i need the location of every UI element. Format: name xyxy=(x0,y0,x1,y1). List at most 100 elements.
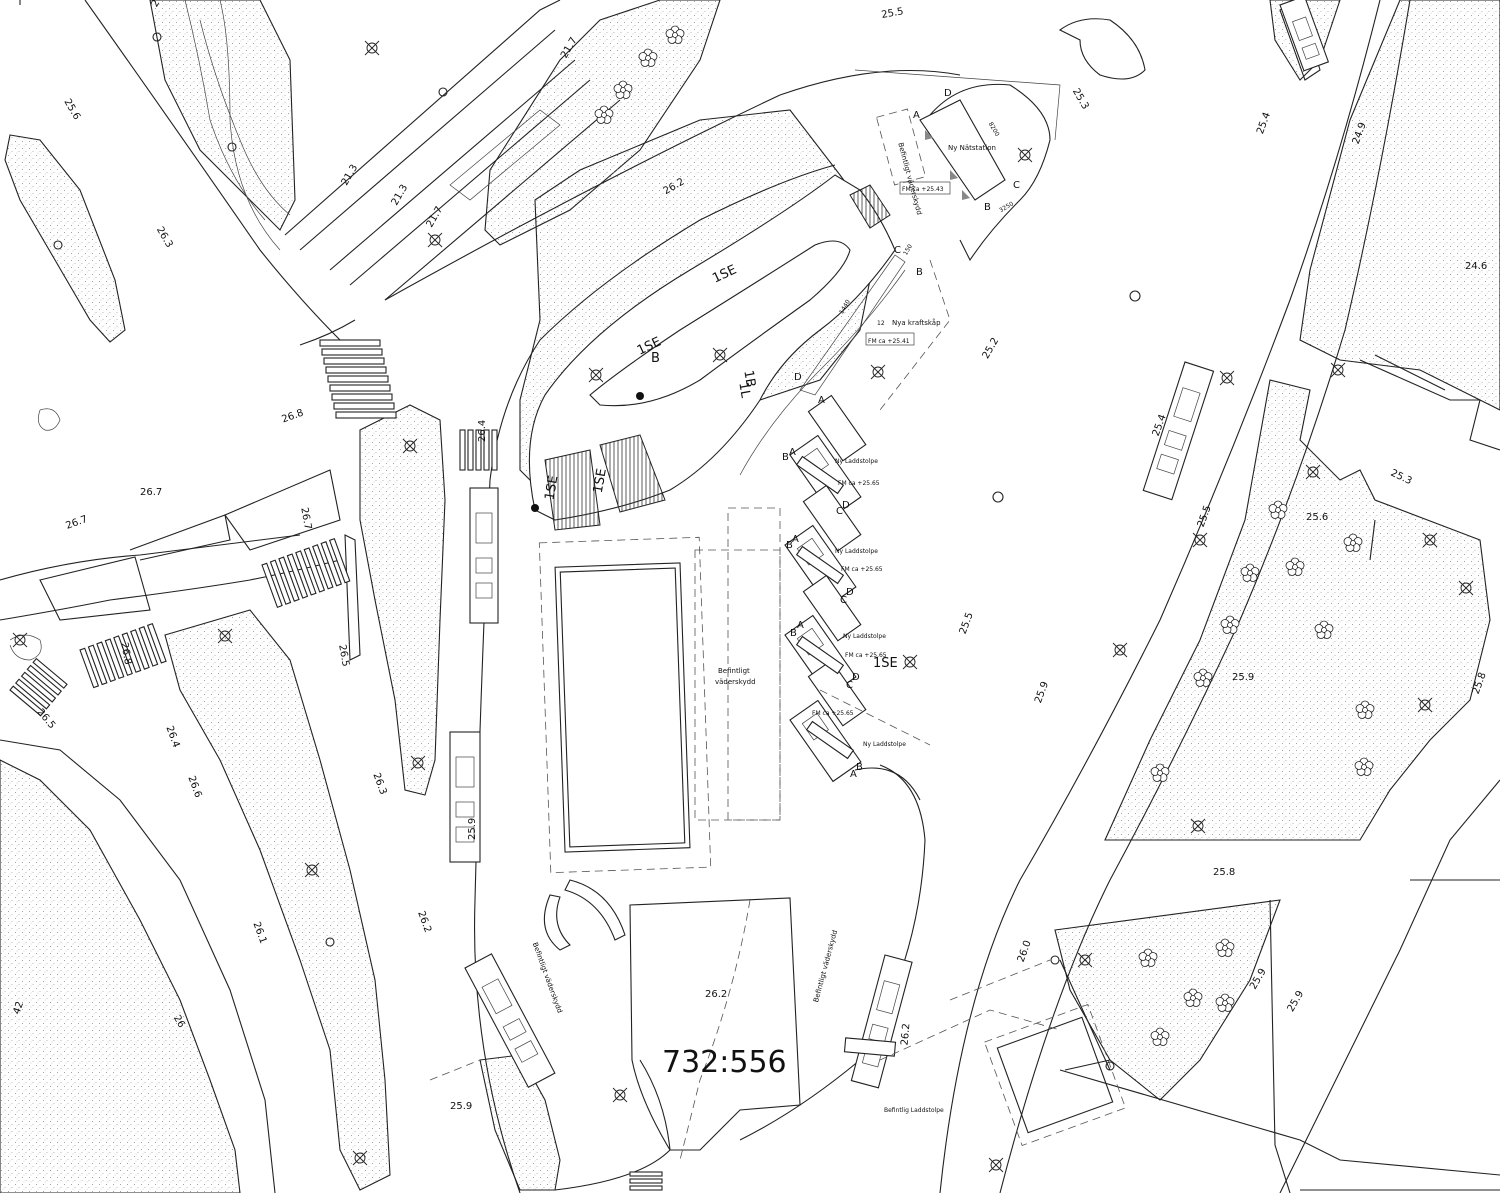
point-letter: C xyxy=(840,595,847,606)
lamp-icon xyxy=(902,654,918,670)
substation xyxy=(865,83,1051,346)
charger-label: Ny Laddstolpe xyxy=(835,458,878,465)
charger-label: Befintlig Laddstolpe xyxy=(884,1107,944,1114)
elevation-label: 26.2 xyxy=(415,910,433,935)
shelter-label: Befintligt xyxy=(718,667,750,675)
lamp-icon xyxy=(12,632,28,648)
elevation-label: 26.5 xyxy=(336,644,351,668)
kraftskap-label: Nya kraftskåp xyxy=(892,318,941,327)
elevation-label: 25.9 xyxy=(1232,672,1254,683)
dimension-label: 8200 xyxy=(987,121,1001,138)
elevation-label: 25.3 xyxy=(1389,468,1414,487)
zone-label: 1L xyxy=(735,381,753,400)
zone-label: 1B xyxy=(740,369,758,389)
fm-label: FM ca +25.65 xyxy=(812,710,854,717)
lamp-icon xyxy=(1077,952,1093,968)
lamp-icon xyxy=(1330,362,1346,378)
lamp-icon xyxy=(152,32,162,42)
elevation-label: 25.9 xyxy=(1286,989,1307,1014)
point-letter: D xyxy=(794,372,802,383)
point-letter: B xyxy=(856,762,863,773)
elevation-label: 25.5 xyxy=(881,6,905,21)
elevation-label: 25.4 xyxy=(1255,111,1273,136)
lamp-icon xyxy=(1417,697,1433,713)
parcel-732-556 xyxy=(543,879,801,1161)
elevation-label: 26.1 xyxy=(250,921,268,946)
property-label: 732:556 xyxy=(662,1045,787,1080)
lamp-icon xyxy=(217,628,233,644)
point-letters: A D C B C B D A A B D C A B C D A B C D … xyxy=(782,88,1020,780)
point-letter: D xyxy=(852,672,860,683)
charging-bays xyxy=(784,394,921,1057)
elevation-label: 26.6 xyxy=(185,775,203,800)
point-letter: D xyxy=(842,500,850,511)
lamp-icon xyxy=(227,142,237,152)
charger-label: Ny Laddstolpe xyxy=(843,633,886,640)
elevation-label: 25.2 xyxy=(981,336,1002,361)
elevation-label: 26.7 xyxy=(298,507,313,531)
elevation-label: 21.7 xyxy=(425,205,446,230)
zone-labels: 1SE 1SE 1SE 1SE 1SE B 1B 1L xyxy=(542,262,897,671)
point-letter: C xyxy=(1013,180,1020,191)
shelter-label: Befintligt väderskydd xyxy=(531,941,564,1014)
point-letter: D xyxy=(944,88,952,99)
fm-label: FM ca +25.65 xyxy=(838,480,880,487)
point-letter: A xyxy=(850,769,857,780)
point-letter: C xyxy=(894,245,901,256)
lamp-icon xyxy=(53,240,63,250)
charger-label: Ny Laddstolpe xyxy=(863,741,906,748)
point-letter: D xyxy=(846,587,854,598)
elevation-label: 42 xyxy=(11,1000,26,1016)
zone-label: 1SE xyxy=(873,656,898,671)
elevation-label: 26.2 xyxy=(900,1023,913,1046)
elevation-label: 26.8 xyxy=(118,642,133,666)
lamp-icon xyxy=(410,755,426,771)
elevation-label: 25.5 xyxy=(1196,504,1214,529)
dimension-label: 150 xyxy=(902,243,914,257)
elevation-label: 26.7 xyxy=(64,514,89,532)
lamp-icon xyxy=(304,862,320,878)
elevation-label: 26.5 xyxy=(34,707,57,731)
lamp-icon xyxy=(612,1087,628,1103)
shelter-label: Befintligt väderskydd xyxy=(812,929,839,1003)
zone-label: 1SE xyxy=(591,467,610,494)
elevation-label: 26.0 xyxy=(1016,939,1034,964)
elevation-label: 25.6 xyxy=(1306,512,1328,523)
lamp-icon xyxy=(438,87,448,97)
crosswalks xyxy=(9,339,663,1191)
misc-structures xyxy=(429,69,1500,1193)
zone-label: 1SE xyxy=(542,474,561,501)
zone-label: B xyxy=(651,351,660,366)
central-shelter xyxy=(538,507,781,874)
lamp-icon xyxy=(402,438,418,454)
elevation-label: 26.2 xyxy=(150,0,171,9)
point-letter: B xyxy=(782,452,789,463)
elevation-label: 25.6 xyxy=(61,97,82,122)
lamp-posts xyxy=(12,32,1474,1173)
fm-label: FM ca +25.65 xyxy=(841,566,883,573)
lamp-icon xyxy=(988,1157,1004,1173)
charger-label: Ny Laddstolpe xyxy=(835,548,878,555)
bus-platform xyxy=(528,174,906,531)
elevation-label: 25.9 xyxy=(450,1101,472,1112)
lamp-icon xyxy=(1017,147,1033,163)
elevation-label: 26.2 xyxy=(705,989,727,1000)
point-letter: A xyxy=(913,110,920,121)
lamp-icon xyxy=(325,937,335,947)
fm-label: FM ca +25.65 xyxy=(845,652,887,659)
lamp-icon xyxy=(870,364,886,380)
elevation-label: 25.8 xyxy=(1213,867,1235,878)
elevation-label: 25.9 xyxy=(1033,680,1051,705)
elevation-label: 26.8 xyxy=(280,408,305,426)
point-letter: B xyxy=(790,628,797,639)
elevation-label: 26.3 xyxy=(370,772,388,797)
lamp-icon xyxy=(1192,532,1208,548)
lamp-icon xyxy=(427,232,443,248)
point-letter: A xyxy=(797,620,804,631)
elevation-label: 26.4 xyxy=(163,725,181,750)
substation-label: Ny Nätstation xyxy=(948,144,996,152)
elevation-label: 26.7 xyxy=(140,487,162,498)
fm-label: FM ca +25.41 xyxy=(868,338,910,345)
dimension-label: 3250 xyxy=(998,200,1015,214)
